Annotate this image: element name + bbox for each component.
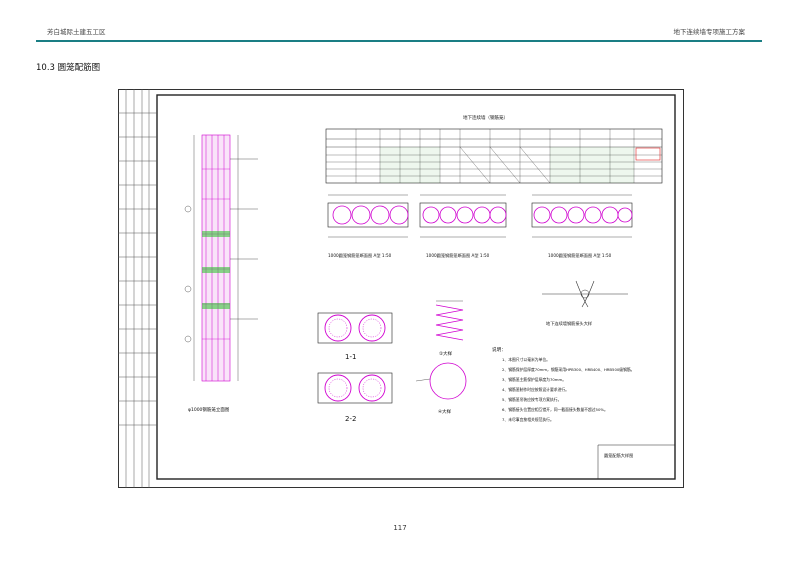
page-number: 117 bbox=[393, 524, 407, 532]
rebar-table bbox=[325, 128, 663, 184]
note-5: 5、钢筋笼吊装应按专项方案执行。 bbox=[502, 397, 561, 402]
table-title: 地下连续墙（钢筋笼） bbox=[463, 114, 508, 121]
section-1-1 bbox=[317, 312, 393, 344]
cage-caption-3: 1000圆笼钢筋笼断面图 A型 1:50 bbox=[548, 252, 612, 259]
detail-label-2: ②大样 bbox=[439, 350, 453, 357]
cage-section-2 bbox=[419, 194, 507, 238]
note-4: 4、钢筋笼制作时应按照设计要求进行。 bbox=[502, 387, 569, 392]
section-label-2-2: 2-2 bbox=[345, 415, 356, 423]
cage-elevation bbox=[184, 134, 258, 382]
title-block bbox=[597, 444, 675, 479]
note-6: 6、钢筋接头位置应相互错开，同一截面接头数量不超过50%。 bbox=[502, 407, 608, 412]
header-right-text: 地下连续墙专项施工方案 bbox=[673, 28, 746, 36]
section-title: 10.3 圆笼配筋图 bbox=[36, 63, 101, 73]
cage-caption-2: 1000圆笼钢筋笼断面图 A型 1:50 bbox=[426, 252, 490, 259]
connector-caption: 地下连续墙钢筋接头大样 bbox=[546, 320, 592, 327]
header-rule bbox=[36, 40, 762, 42]
detail-2-spiral bbox=[435, 300, 464, 341]
title-block-text: 圆笼配筋大样图 bbox=[604, 452, 633, 459]
note-2: 2、钢筋保护层厚度70mm，钢筋采用HPB300、HRB400、HRB500级钢… bbox=[502, 367, 634, 372]
notes-title: 说明： bbox=[492, 346, 506, 353]
cage-section-3 bbox=[531, 194, 633, 238]
drawing-border bbox=[156, 94, 676, 480]
section-label-1-1: 1-1 bbox=[345, 353, 356, 361]
header-left-text: 芳白城际土建五工区 bbox=[47, 28, 106, 36]
elevation-caption: φ1000钢筋笼立面图 bbox=[188, 406, 230, 413]
left-margin-strip bbox=[118, 89, 157, 488]
note-1: 1、本图尺寸以毫米为单位。 bbox=[502, 357, 550, 362]
engineering-drawing: φ1000钢筋笼立面图 地下连续墙（钢筋笼） bbox=[118, 89, 684, 488]
detail-4-ring bbox=[415, 362, 467, 400]
connector-detail bbox=[542, 280, 628, 308]
cage-caption-1: 1000圆笼钢筋笼断面图 A型 1:50 bbox=[328, 252, 392, 259]
note-7: 7、未尽事宜按相关规范执行。 bbox=[502, 417, 554, 422]
note-3: 3、钢筋笼主筋保护层厚度为70mm。 bbox=[502, 377, 566, 382]
cage-section-1 bbox=[327, 194, 409, 238]
section-2-2 bbox=[317, 372, 393, 404]
detail-label-4: ④大样 bbox=[438, 408, 452, 415]
